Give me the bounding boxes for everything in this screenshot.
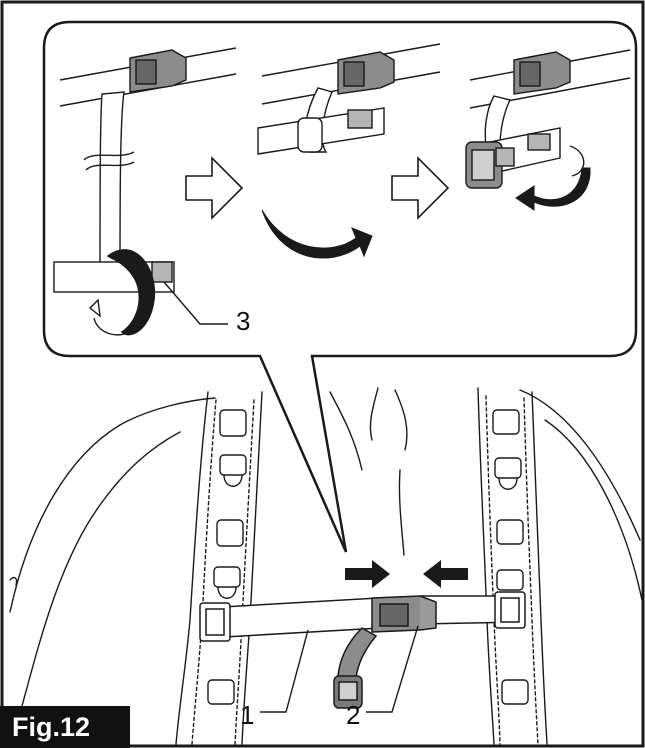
callout-leaders xyxy=(260,625,419,713)
callout-number-3: 3 xyxy=(236,306,251,336)
chest-strap xyxy=(199,591,526,709)
step-3-illustration xyxy=(465,49,631,189)
callout-number-1: 1 xyxy=(240,700,255,730)
rotate-arrow-icon xyxy=(515,167,591,211)
push-arrow-icon xyxy=(345,560,468,588)
rotate-arrow-icon xyxy=(261,209,373,259)
step-1-illustration xyxy=(53,47,237,336)
step-arrow-icon xyxy=(185,156,244,220)
callout-number-2: 2 xyxy=(346,700,361,730)
step-arrow-icon xyxy=(391,156,450,220)
step-2-illustration xyxy=(257,43,441,155)
figure-label: Fig.12 xyxy=(0,706,130,748)
